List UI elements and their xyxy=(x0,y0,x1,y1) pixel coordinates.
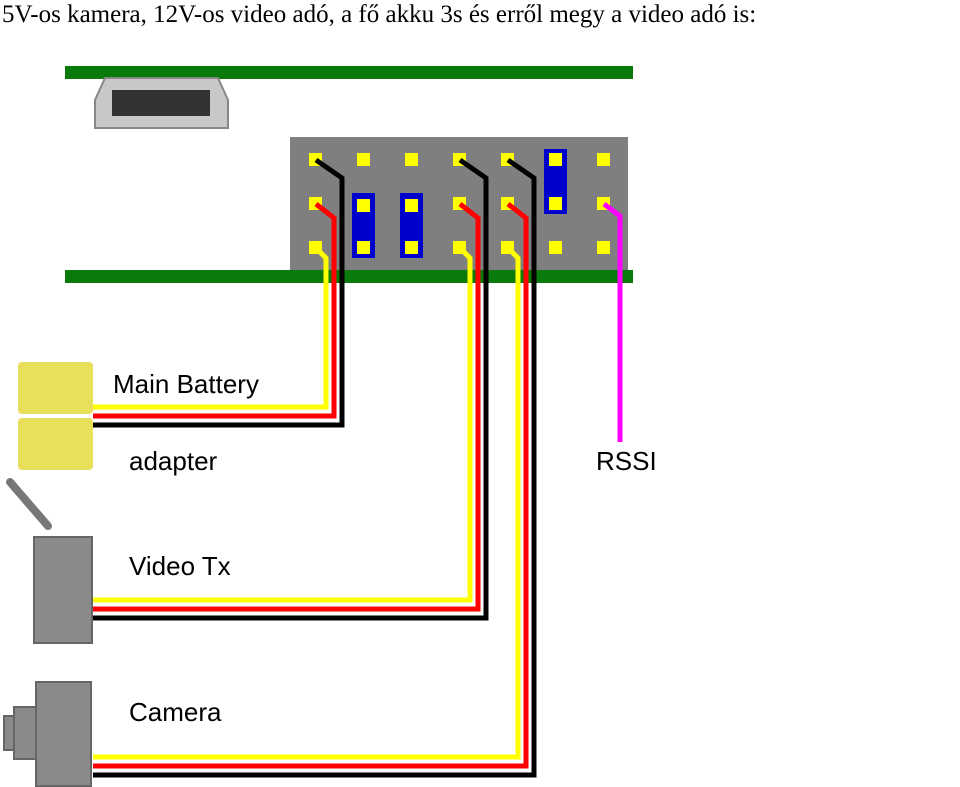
diagram-title: 5V-os kamera, 12V-os video adó, a fő akk… xyxy=(2,1,757,28)
pcb-top-edge xyxy=(65,66,633,79)
video-tx-wires xyxy=(93,157,489,621)
jumper-3 xyxy=(544,149,567,214)
label-rssi: RSSI xyxy=(596,446,657,476)
main-battery xyxy=(18,362,93,470)
camera-wires xyxy=(93,157,537,778)
label-adapter: adapter xyxy=(129,446,218,476)
camera-device xyxy=(3,681,92,787)
rssi-wire xyxy=(602,202,623,442)
video-tx-device xyxy=(6,478,93,644)
usb-connector xyxy=(94,77,229,129)
label-video-tx: Video Tx xyxy=(129,551,231,581)
jumper-2 xyxy=(400,193,423,258)
jumper-1 xyxy=(352,193,375,258)
label-main-battery: Main Battery xyxy=(113,369,259,399)
header-pins xyxy=(309,153,610,254)
battery-wires xyxy=(93,157,345,428)
label-camera: Camera xyxy=(129,697,222,727)
pcb-bottom-edge xyxy=(65,270,633,283)
